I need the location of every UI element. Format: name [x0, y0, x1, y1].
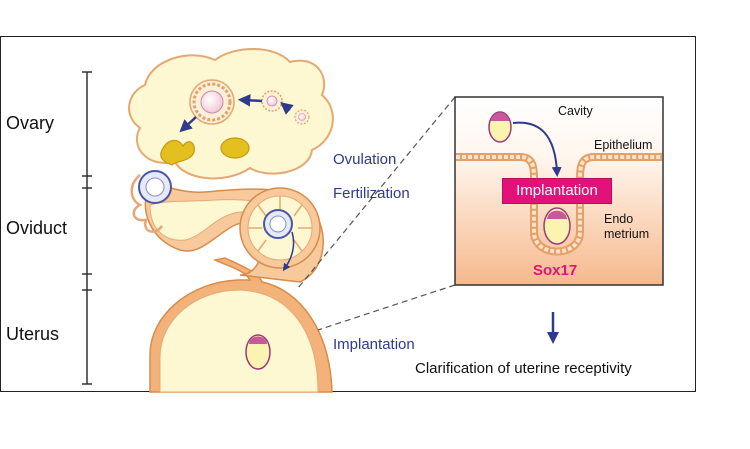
sox17-label: Sox17 [533, 262, 578, 279]
uterus-label: Uterus [6, 324, 60, 344]
cavity-label: Cavity [558, 104, 593, 118]
ovary-shape [128, 48, 334, 180]
fertilization-label: Fertilization [333, 185, 410, 202]
conclusion-text: Clarification of uterine receptivity [415, 360, 632, 377]
region-bracket [82, 71, 92, 385]
endometrium-label-line1: Endo [604, 212, 634, 226]
ovulation-label: Ovulation [333, 151, 397, 168]
down-arrow-icon [547, 312, 559, 344]
corpus-albicans-icon [220, 137, 250, 159]
follicle-arrow-icon [280, 102, 294, 115]
transport-arrow-icon [282, 231, 295, 272]
ovulation-arrow-icon [179, 116, 197, 133]
oviduct-label: Oviduct [6, 218, 68, 238]
implantation-badge: Implantation [502, 178, 612, 204]
implantation-label: Implantation [333, 336, 415, 353]
corpus-luteum-icon [160, 139, 195, 166]
inner-cell-mass-icon [249, 336, 267, 344]
endometrium-label-line2: metrium [604, 227, 650, 241]
uterus-shape [149, 257, 333, 393]
ovary-label: Ovary [6, 113, 55, 133]
inset-connectors [297, 96, 456, 331]
epithelium-layer [456, 153, 662, 256]
oviduct-shape [130, 170, 324, 283]
epithelium-label: Epithelium [594, 138, 653, 152]
implantation-arrow-icon [512, 121, 562, 177]
follicle-arrow-icon [237, 94, 263, 107]
